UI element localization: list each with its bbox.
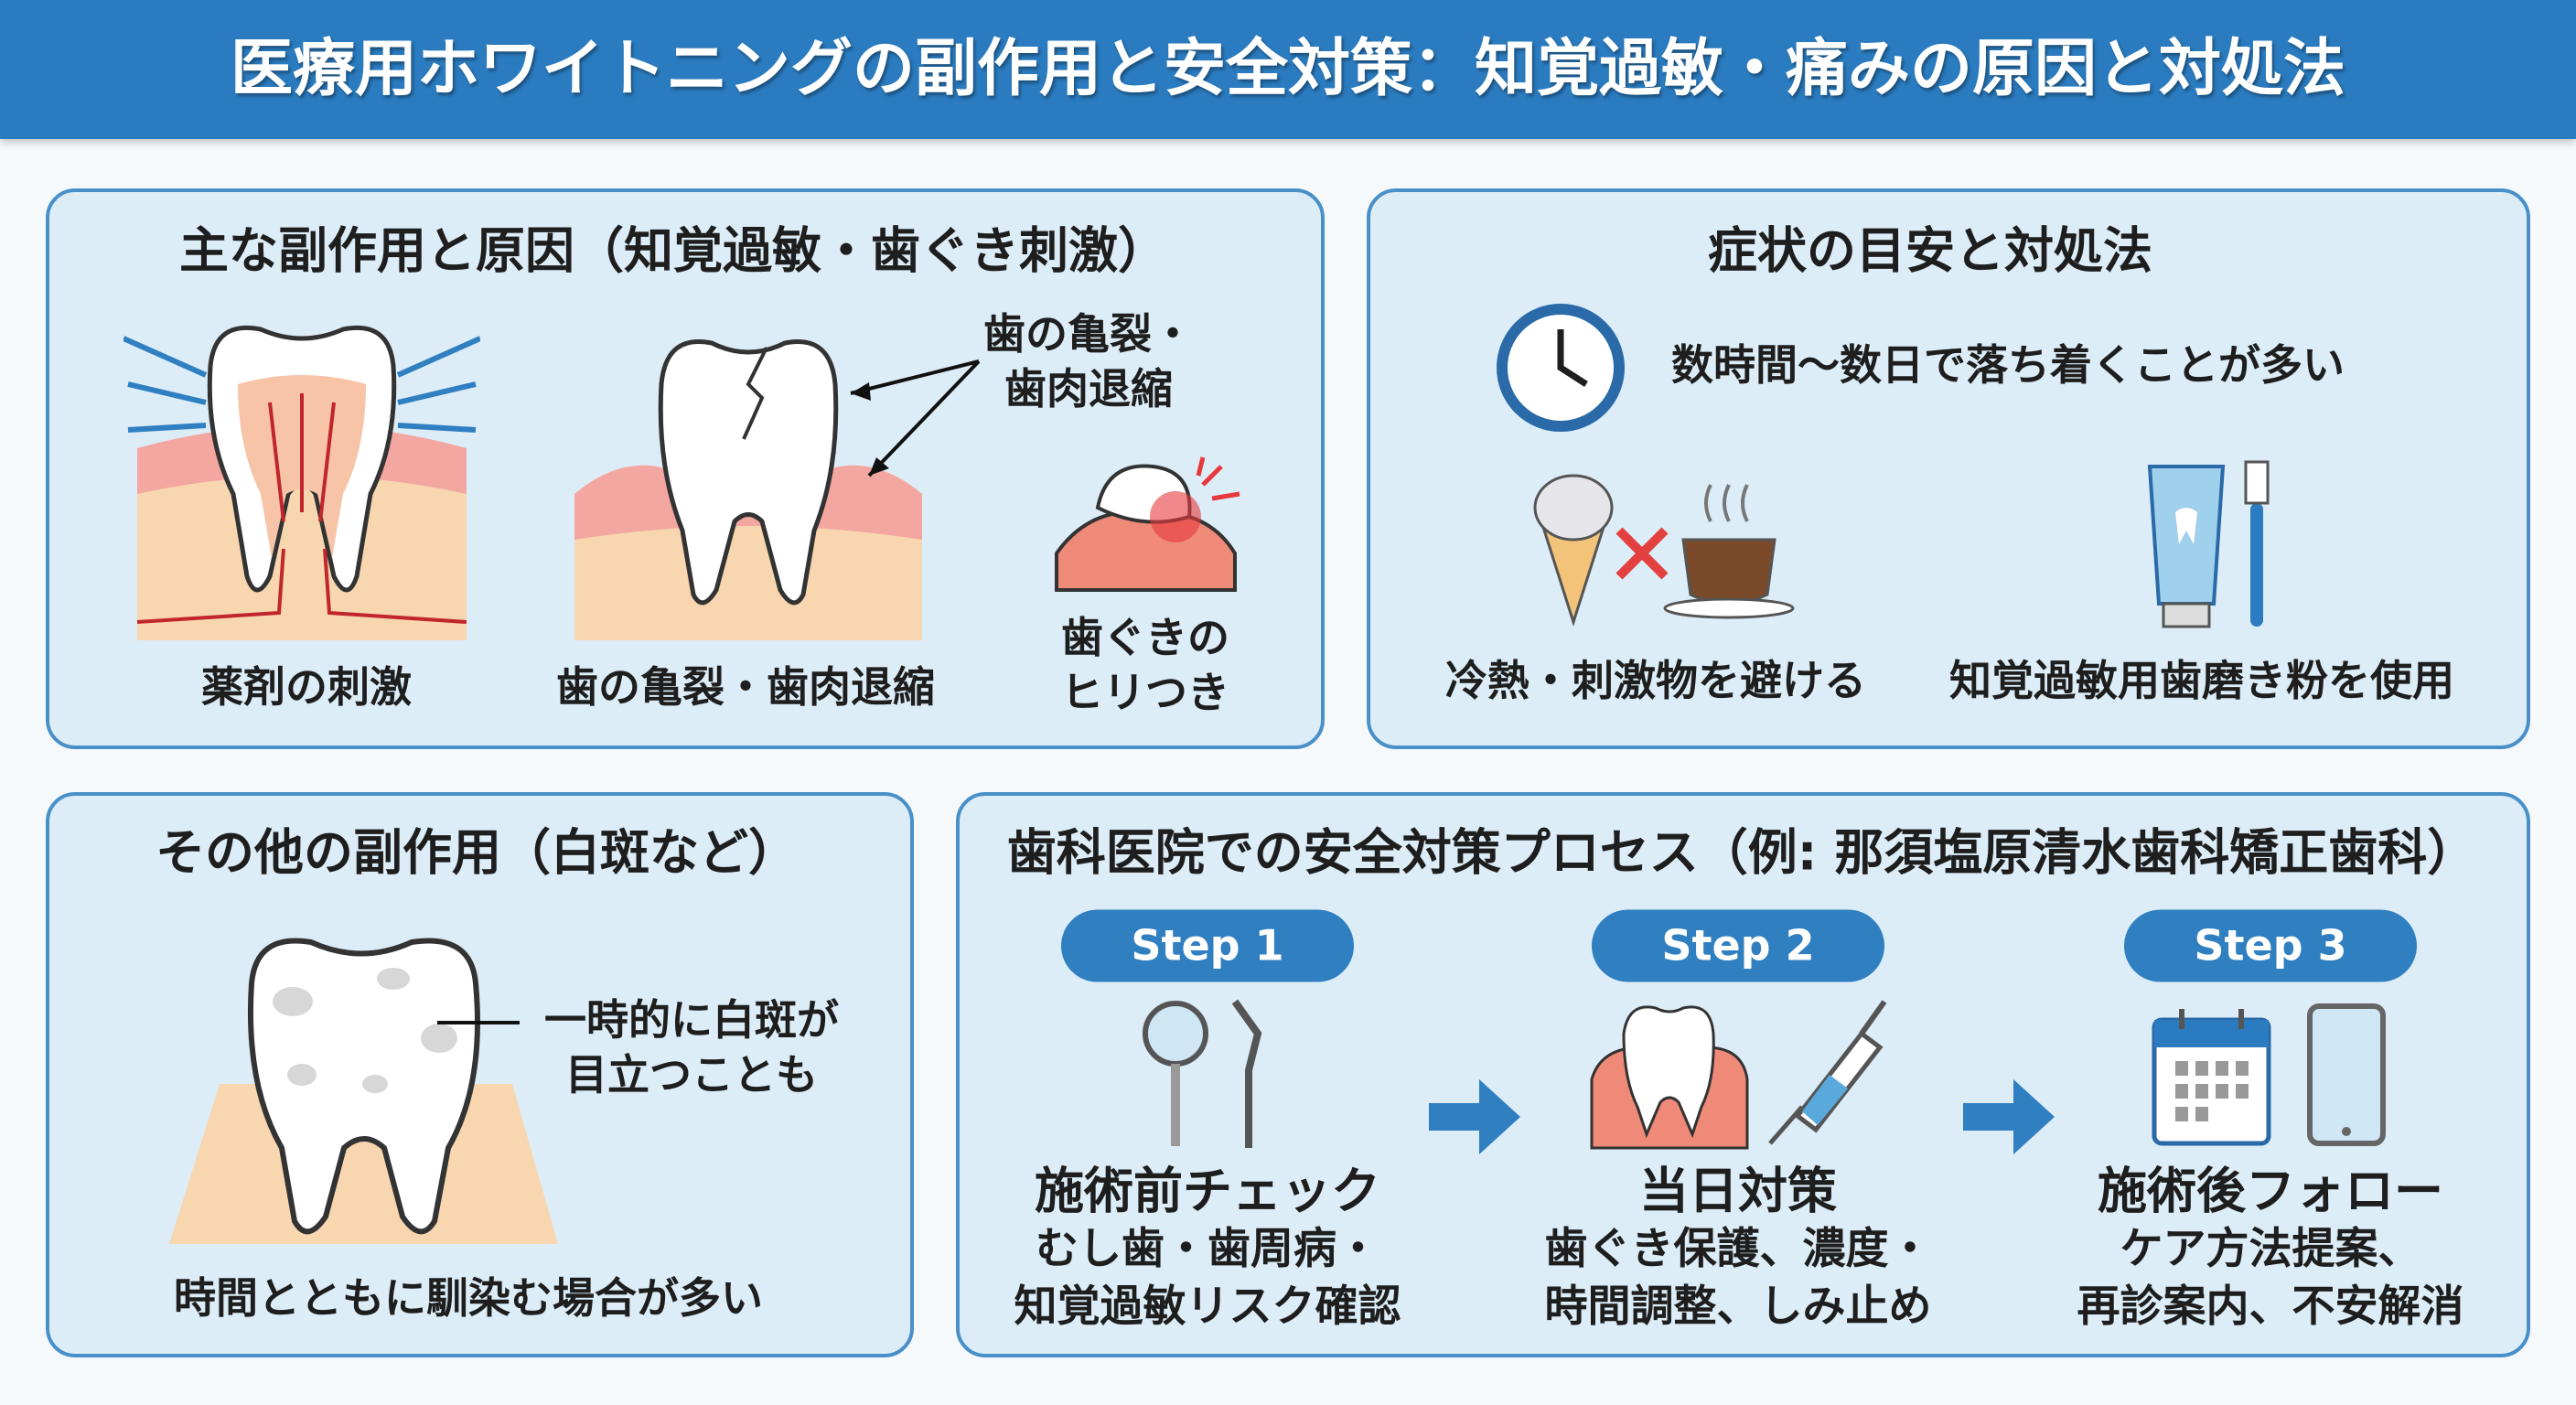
cause-label-gum: 歯ぐきのヒリつき	[1061, 613, 1229, 717]
duration-text: 数時間〜数日で落ち着くことが多い	[1671, 340, 2345, 390]
tooth-cross-section-icon	[123, 325, 480, 640]
tooth-white-spots-icon	[169, 938, 558, 1244]
arrow-right-icon	[1429, 1079, 1520, 1154]
tip-sensitive-toothpaste: 知覚過敏用歯磨き粉を使用	[1949, 656, 2454, 705]
clock-icon	[1497, 304, 1625, 432]
step-2-title: 当日対策	[1639, 1162, 1837, 1220]
panel-other	[46, 792, 914, 1357]
tooth-syringe-icon	[1590, 1000, 1887, 1150]
cause-label-crack: 歯の亀裂・歯肉退縮	[556, 662, 935, 712]
header-banner: 医療用ホワイトニングの副作用と安全対策：知覚過敏・痛みの原因と対処法	[0, 0, 2576, 139]
other-footer: 時間とともに馴染む場合が多い	[174, 1273, 763, 1323]
step-2-badge: Step 2	[1592, 909, 1884, 982]
pointer-arrows	[850, 359, 981, 477]
avoid-cold-hot-icon	[1533, 474, 1795, 627]
step-3-title: 施術後フォロー	[2098, 1162, 2443, 1220]
step-1-desc: むし歯・歯周病・知覚過敏リスク確認	[1014, 1224, 1401, 1332]
panel-other-title: その他の副作用（白斑など）	[156, 823, 798, 882]
panel-symptoms-title: 症状の目安と対処法	[1708, 221, 2152, 280]
cracked-tooth-icon	[574, 339, 922, 640]
cause-label-chemical: 薬剤の刺激	[201, 662, 412, 712]
panel-symptoms	[1367, 188, 2530, 749]
calendar-phone-icon	[2152, 1003, 2386, 1146]
spot-pointer-line	[437, 1021, 520, 1024]
crack-callout: 歯の亀裂・歯肉退縮	[983, 309, 1194, 413]
step-3-badge: Step 3	[2124, 909, 2417, 982]
white-spot-callout: 一時的に白斑が目立つことも	[544, 995, 839, 1099]
step-3-desc: ケア方法提案、再診案内、不安解消	[2077, 1224, 2464, 1332]
arrow-right-icon	[1963, 1079, 2055, 1154]
panel-process-title: 歯科医院での安全対策プロセス（例: 那須塩原清水歯科矯正歯科）	[1006, 823, 2477, 882]
step-1-title: 施術前チェック	[1035, 1162, 1380, 1220]
page-title: 医療用ホワイトニングの副作用と安全対策：知覚過敏・痛みの原因と対処法	[230, 33, 2345, 105]
step-2-desc: 歯ぐき保護、濃度・時間調整、しみ止め	[1544, 1224, 1932, 1332]
gum-irritation-icon	[1055, 456, 1240, 592]
toothpaste-icon	[2147, 460, 2270, 628]
dental-mirror-probe-icon	[1143, 999, 1262, 1148]
panel-causes-title: 主な副作用と原因（知覚過敏・歯ぐき刺激）	[179, 221, 1167, 280]
tip-avoid-stimuli: 冷熱・刺激物を避ける	[1445, 656, 1866, 705]
step-1-badge: Step 1	[1061, 909, 1354, 982]
